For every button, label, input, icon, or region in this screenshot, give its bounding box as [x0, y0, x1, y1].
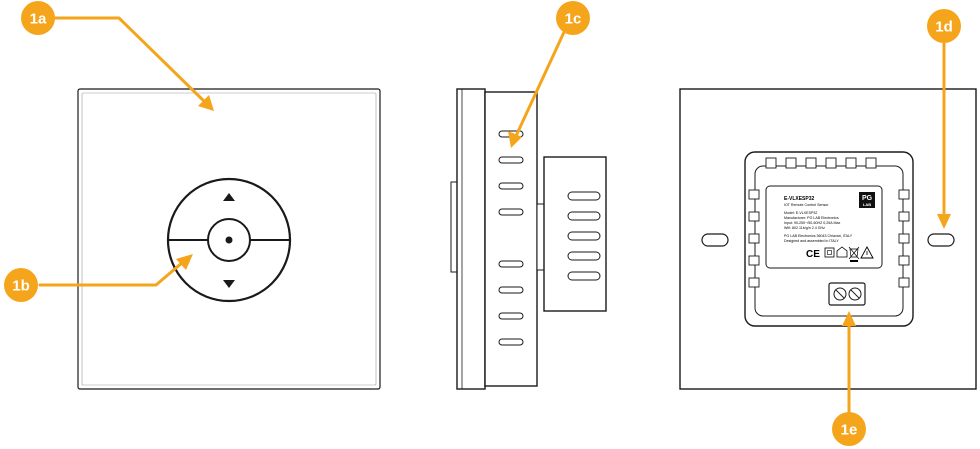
- callout-badge: [556, 1, 590, 35]
- vent-slot: [498, 286, 524, 294]
- arrow-down-icon[interactable]: [223, 280, 235, 288]
- vent-slot: [567, 211, 601, 221]
- back-vents: [748, 157, 910, 288]
- side-body: [543, 156, 607, 312]
- arrow-1b-line: [38, 260, 185, 287]
- label-designed: Designed and assembled in ITALY: [784, 239, 839, 243]
- vent-tab: [785, 157, 797, 169]
- vent-slot: [498, 312, 524, 320]
- front-view: [77, 88, 381, 390]
- vent-tab: [865, 157, 877, 169]
- terminal-block: [828, 282, 866, 306]
- vent-tab: [805, 157, 817, 169]
- side-plate: [456, 88, 486, 390]
- logo-bottom-text: LAB: [863, 202, 871, 207]
- screw-slot: [850, 289, 860, 299]
- callout-1a: 1a: [21, 1, 55, 35]
- ce-mark: CE: [806, 249, 820, 260]
- vent-slot: [498, 260, 524, 268]
- vent-slot: [567, 271, 601, 281]
- pg-lab-logo: [859, 192, 875, 208]
- callout-label: 1a: [30, 11, 47, 28]
- arrow-1c-head: [508, 131, 522, 148]
- arrow-1a-head: [198, 95, 214, 111]
- vent-slot: [567, 191, 601, 201]
- vent-tab: [898, 189, 910, 200]
- label-subtitle: IOT Remote Control Sensor: [784, 203, 829, 207]
- vent-slot: [498, 156, 524, 164]
- housing-vents: [498, 130, 524, 346]
- vent-slot: [498, 208, 524, 216]
- mounting-slot-right[interactable]: [927, 233, 955, 247]
- product-label: PG LAB E-VLXESP32 IOT Remote Control Sen…: [765, 185, 883, 269]
- indoor-use-icon: [836, 246, 848, 258]
- screw-slot: [835, 289, 845, 299]
- callout-1b: 1b: [4, 268, 38, 302]
- back-view: PG LAB E-VLXESP32 IOT Remote Control Sen…: [679, 88, 977, 390]
- label-sticker: [765, 185, 883, 269]
- double-insulation-icon: [824, 247, 835, 258]
- callout-badge: [4, 268, 38, 302]
- vent-tab: [748, 211, 760, 222]
- callout-label: 1d: [935, 19, 953, 36]
- arrow-1b-head: [176, 254, 193, 270]
- vent-tab: [898, 233, 910, 244]
- mounting-slot-left[interactable]: [701, 233, 729, 247]
- side-flange: [536, 203, 545, 271]
- vent-tab: [748, 233, 760, 244]
- arrow-up-icon[interactable]: [223, 193, 235, 201]
- callout-label: 1e: [841, 422, 858, 439]
- vent-slot: [567, 231, 601, 241]
- vent-tab: [898, 255, 910, 266]
- logo-top-text: PG: [862, 195, 873, 202]
- callout-1d: 1d: [927, 9, 961, 43]
- body-vents: [567, 191, 601, 281]
- dot-icon: [225, 236, 233, 244]
- vent-slot: [498, 182, 524, 190]
- side-view: [450, 88, 607, 390]
- vent-tab: [898, 277, 910, 288]
- arrow-1c-line: [514, 28, 567, 138]
- callout-label: 1b: [12, 278, 30, 295]
- arrow-1a-line: [53, 16, 210, 107]
- vent-slot: [498, 338, 524, 346]
- vent-tab: [845, 157, 857, 169]
- front-plate-inner-edge: [81, 92, 377, 386]
- label-model: Model: E-VLXESP32: [784, 211, 817, 215]
- callout-badge: [832, 412, 866, 446]
- vent-tab: [748, 189, 760, 200]
- weee-bin-icon: [848, 246, 860, 260]
- annotation-arrows: [38, 16, 951, 416]
- vent-slot: [567, 251, 601, 261]
- vent-tab: [748, 277, 760, 288]
- callout-badge: [21, 1, 55, 35]
- callout-badge: [927, 9, 961, 43]
- label-address: PG LAB Electronics 36043 Chiavari, ITALY: [784, 234, 853, 238]
- label-wifi: Wifi: 802.11b/g/n 2.4 GHz: [784, 226, 825, 230]
- callout-1c: 1c: [556, 1, 590, 35]
- double-insulation-icon-inner: [827, 250, 832, 255]
- side-plate-face: [450, 181, 458, 273]
- vent-tab: [748, 255, 760, 266]
- label-input: Input: 90-250~/50-60HZ 0,25A Max: [784, 221, 840, 225]
- label-product: E-VLXESP32: [784, 196, 815, 202]
- arrow-1d-head: [937, 214, 951, 229]
- vent-tab: [825, 157, 837, 169]
- vent-tab: [765, 157, 777, 169]
- callout-label: 1c: [565, 11, 582, 28]
- label-manufacturer: Manufacturer: PG LAB Electronics: [784, 216, 839, 220]
- warning-icon: [860, 246, 874, 259]
- callout-1e: 1e: [832, 412, 866, 446]
- control-wheel: [166, 177, 292, 303]
- weee-bar: [850, 260, 858, 262]
- vent-tab: [898, 211, 910, 222]
- arrow-1e-head: [842, 311, 856, 326]
